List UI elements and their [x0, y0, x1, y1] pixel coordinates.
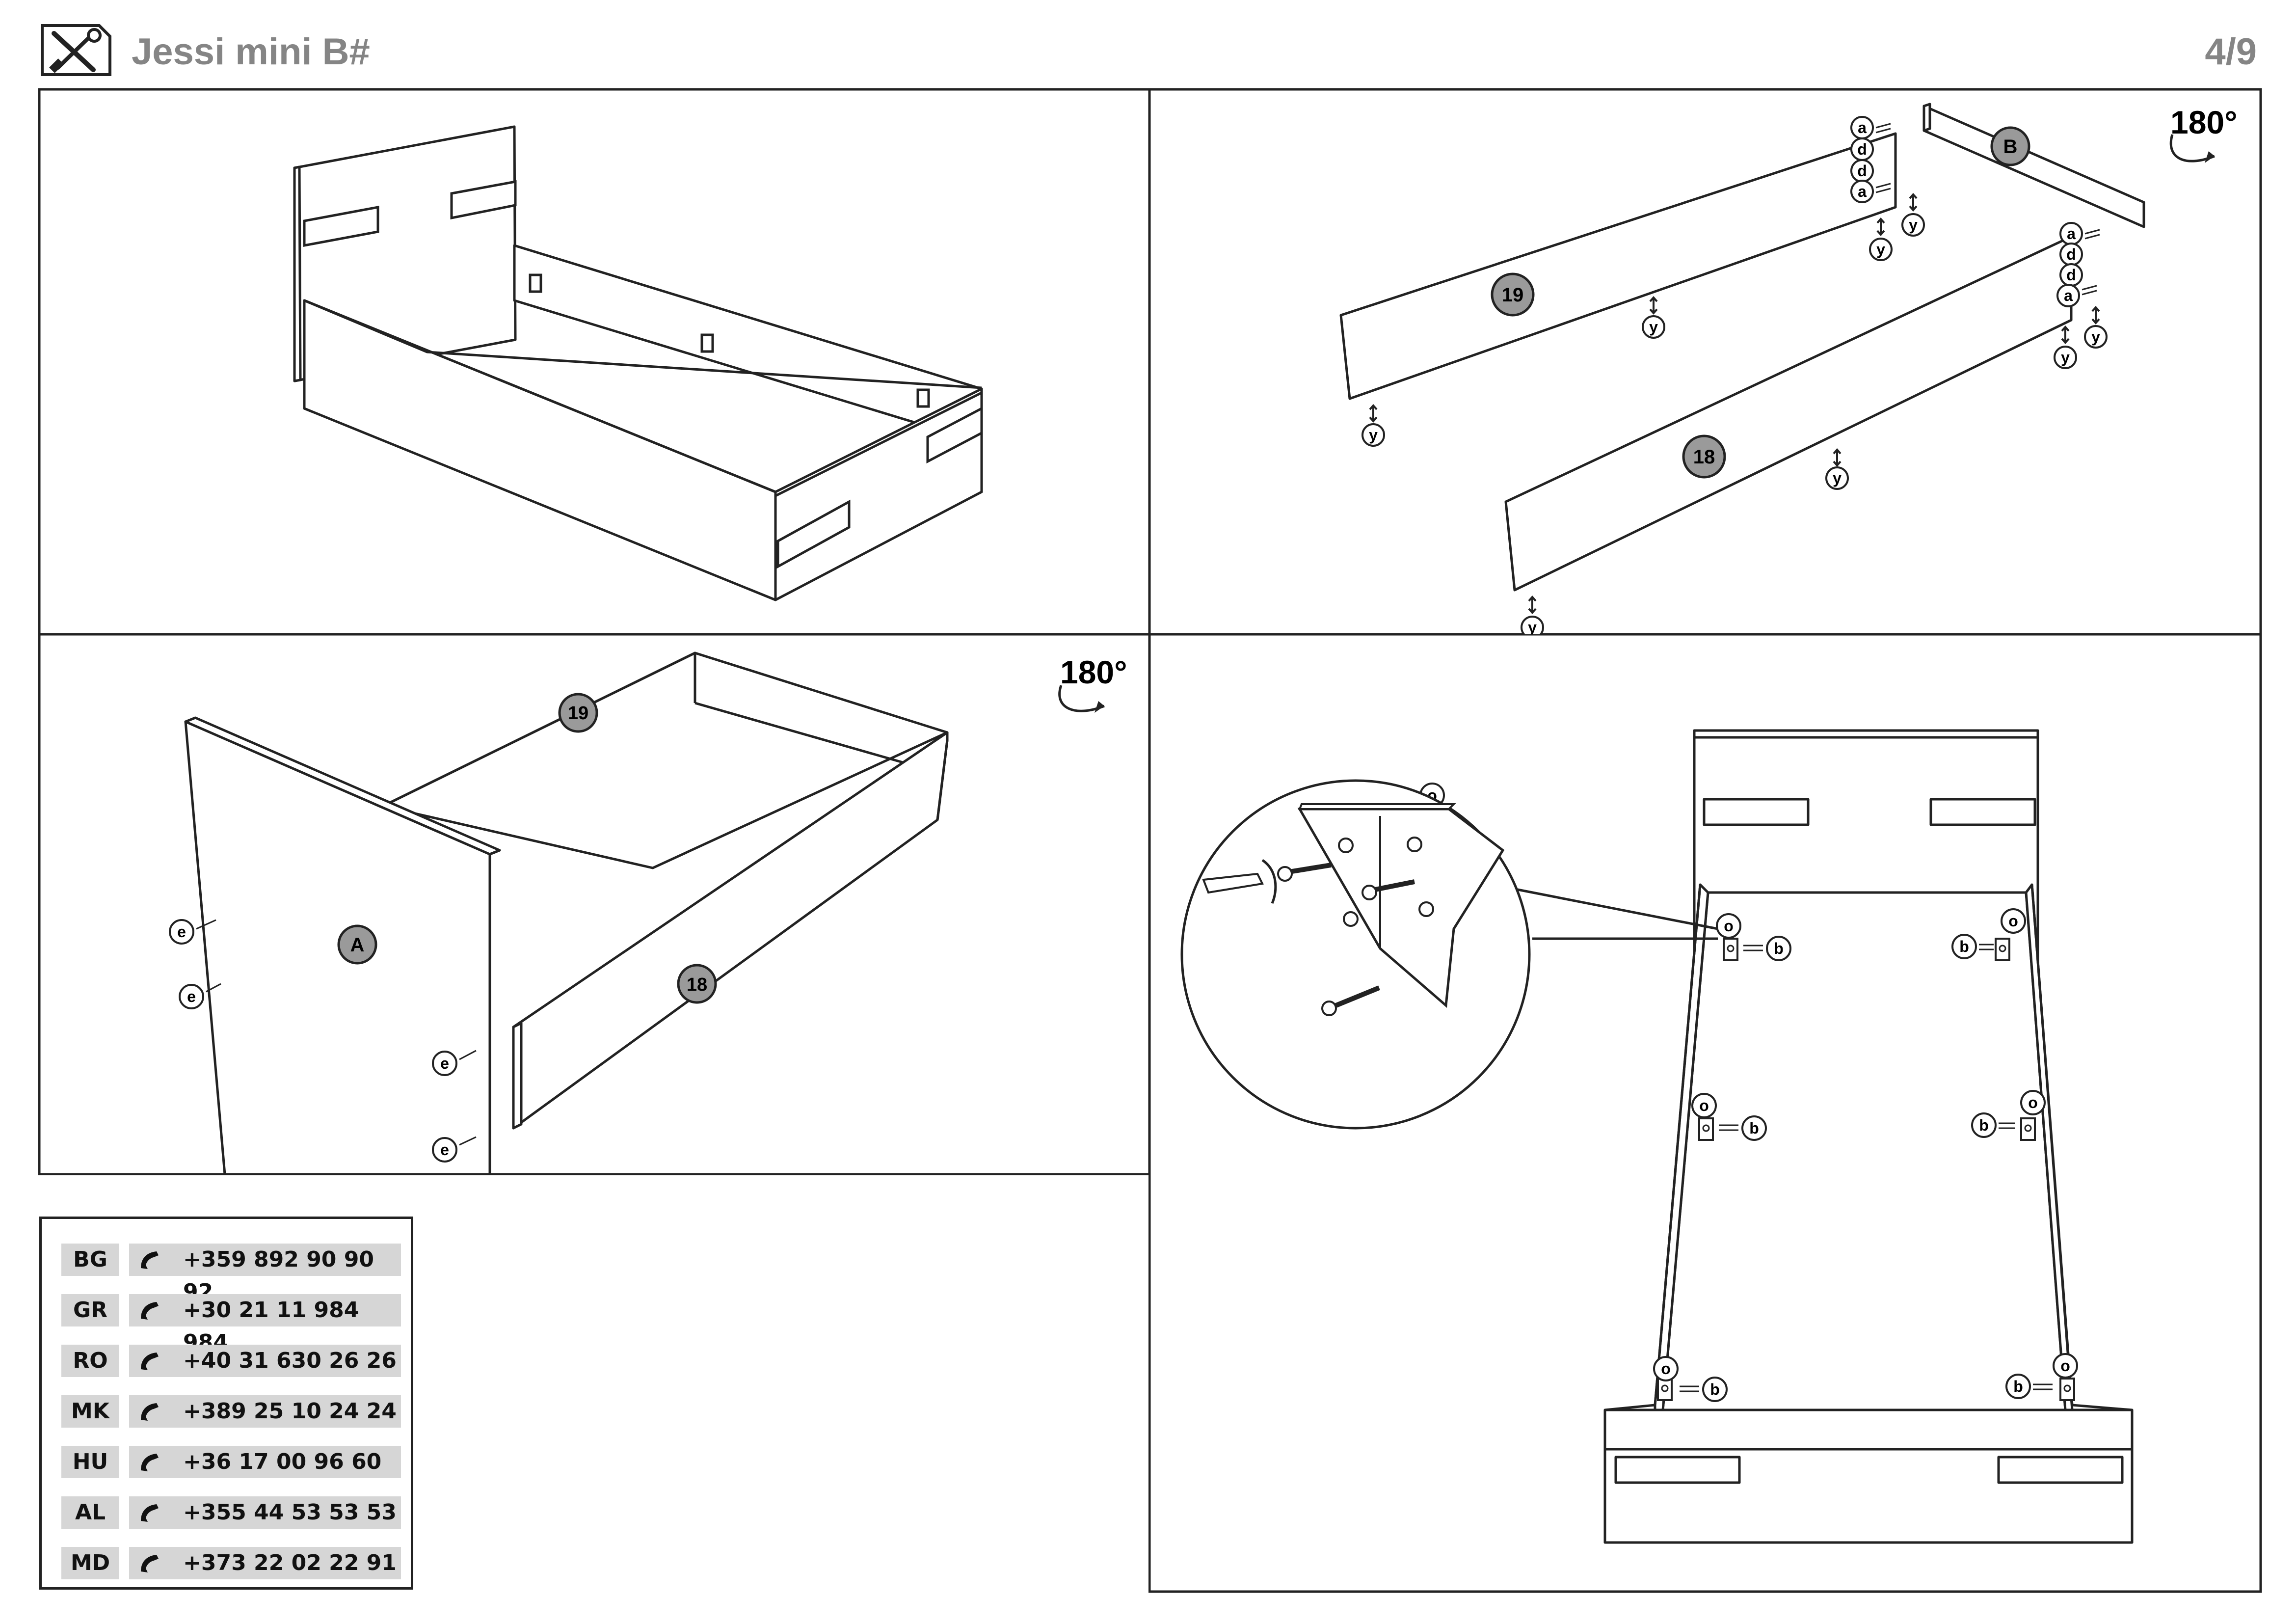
fitting-y-label: y — [1876, 241, 1885, 258]
fitting-a-label: a — [2064, 287, 2073, 304]
fitting-b-label: b — [1749, 1119, 1759, 1137]
step-end-panel-a: 19 A 18 180° e e e e — [169, 651, 1127, 1174]
fitting-e-label: e — [187, 988, 196, 1005]
phone-icon — [141, 1504, 159, 1522]
fitting-a-label: a — [2067, 225, 2076, 243]
phone-number[interactable]: +389 25 10 24 24 — [183, 1399, 397, 1424]
fitting-o-label: o — [2028, 1094, 2038, 1111]
contact-row: MD +373 22 02 22 91 — [61, 1547, 401, 1579]
country-code: HU — [61, 1446, 119, 1478]
fitting-y-label: y — [1528, 619, 1537, 634]
country-code: GR — [61, 1294, 119, 1326]
fitting-e-label: e — [177, 923, 186, 941]
country-code: MD — [61, 1547, 119, 1579]
fitting-o-label: o — [1699, 1097, 1709, 1114]
phone-icon — [141, 1403, 159, 1421]
step-assembled-frame — [293, 125, 983, 601]
country-code: MK — [61, 1395, 119, 1428]
rotate-180-label: 180° — [2170, 104, 2238, 140]
phone-icon — [141, 1302, 159, 1320]
fitting-b-label: b — [1710, 1380, 1720, 1398]
fitting-a-label: a — [1858, 119, 1867, 136]
tools-icon — [41, 24, 111, 76]
fitting-b-label: b — [1979, 1116, 1989, 1134]
fitting-y-label: y — [1833, 469, 1842, 487]
phone-number[interactable]: +40 31 630 26 26 — [183, 1348, 397, 1373]
contact-row: HU +36 17 00 96 60 — [61, 1446, 401, 1478]
phone-number[interactable]: +36 17 00 96 60 — [183, 1449, 382, 1474]
part-18-label: 18 — [1693, 446, 1715, 468]
phone-number[interactable]: +30 21 11 984 984 — [183, 1298, 359, 1355]
phone-number[interactable]: +359 892 90 90 92 — [183, 1247, 374, 1304]
fitting-d-label: d — [2066, 266, 2076, 284]
fitting-y-label: y — [1369, 426, 1378, 444]
rotate-180-label: 180° — [1060, 654, 1127, 690]
fitting-o-label: o — [2008, 912, 2018, 930]
fitting-o-label: o — [1724, 917, 1734, 935]
contact-row: GR +30 21 11 984 984 — [61, 1294, 401, 1355]
contact-list: BG +359 892 90 90 92 GR +30 21 11 984 98… — [39, 1217, 413, 1590]
fitting-b-label: b — [2013, 1378, 2023, 1395]
fitting-b-label: b — [1774, 940, 1784, 957]
fitting-e-label: e — [440, 1141, 449, 1159]
page-number: 4/9 — [2205, 31, 2257, 73]
phone-icon — [141, 1251, 159, 1269]
phone-number[interactable]: +355 44 53 53 53 — [183, 1500, 397, 1525]
fitting-a-label: a — [1858, 183, 1867, 200]
country-code: BG — [61, 1244, 119, 1276]
fitting-o-label: o — [1661, 1360, 1671, 1378]
step-sides-fittings: 19 18 B 180° a d d a y y a d d a y y y y… — [1339, 103, 2238, 634]
fitting-e-label: e — [440, 1055, 449, 1072]
fitting-d-label: d — [1857, 140, 1867, 158]
fitting-y-label: y — [2061, 349, 2070, 366]
fitting-d-label: d — [1857, 162, 1867, 180]
fitting-b-label: b — [1959, 938, 1969, 955]
step-brackets: o b o b o b o b o b o b o b b b — [1180, 729, 2134, 1544]
phone-number[interactable]: +373 22 02 22 91 — [183, 1550, 397, 1575]
part-19-label: 19 — [568, 703, 588, 724]
part-b-label: B — [2003, 136, 2018, 158]
phone-icon — [141, 1353, 159, 1370]
fitting-o-label: o — [2060, 1357, 2070, 1375]
fitting-d-label: d — [2066, 245, 2076, 263]
rotate-arrow-icon — [1058, 685, 1105, 712]
part-a-label: A — [350, 934, 365, 956]
detail-callout — [1180, 779, 1718, 1130]
phone-icon — [141, 1555, 159, 1572]
fitting-y-label: y — [2091, 328, 2100, 346]
phone-icon — [141, 1454, 159, 1471]
contact-row: BG +359 892 90 90 92 — [61, 1244, 401, 1304]
contact-row: AL +355 44 53 53 53 — [61, 1496, 401, 1529]
rotate-arrow-icon — [2169, 134, 2215, 162]
country-code: AL — [61, 1496, 119, 1529]
document-title: Jessi mini B# — [132, 31, 370, 73]
fitting-y-label: y — [1909, 216, 1918, 234]
contact-row: MK +389 25 10 24 24 — [61, 1395, 401, 1428]
part-18-label: 18 — [687, 974, 707, 995]
part-19-label: 19 — [1502, 284, 1524, 306]
contact-row: RO +40 31 630 26 26 — [61, 1345, 401, 1377]
country-code: RO — [61, 1345, 119, 1377]
fitting-y-label: y — [1649, 318, 1658, 336]
